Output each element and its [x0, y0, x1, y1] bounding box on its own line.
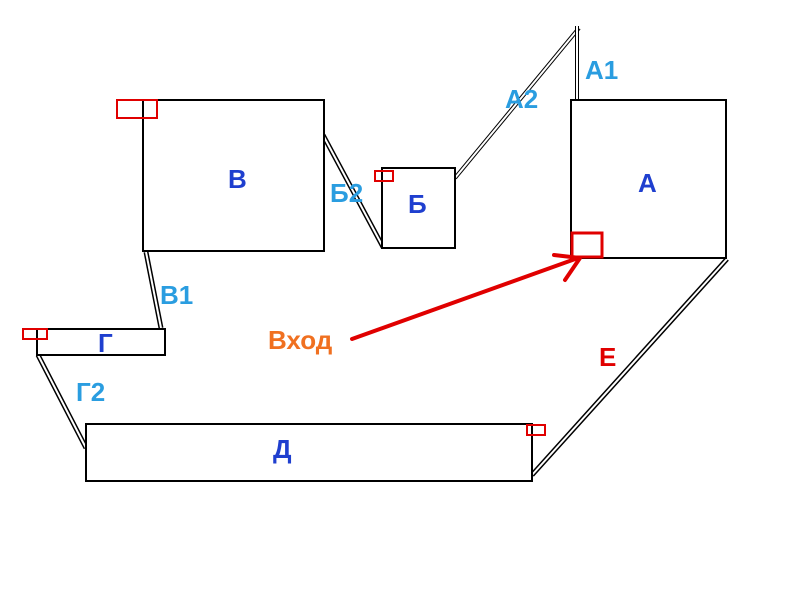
- room-label-v: В: [228, 164, 247, 194]
- corridor-b2: [320, 133, 386, 249]
- entrance-marker: [570, 231, 604, 259]
- door-marker-d: [526, 424, 546, 436]
- connector-label-a2: А2: [505, 84, 538, 114]
- room-d: [85, 423, 533, 482]
- entrance-arrow: [350, 253, 582, 341]
- connector-label-e: Е: [599, 342, 616, 372]
- room-g: [36, 328, 166, 356]
- corridor-a2: [453, 26, 581, 180]
- entrance-label: Вход: [268, 325, 333, 355]
- door-marker-g: [22, 328, 48, 340]
- connector-label-b2: Б2: [330, 178, 363, 208]
- door-marker-b: [374, 170, 394, 182]
- connector-label-g2: Г2: [76, 377, 105, 407]
- corridor-e: [530, 257, 729, 477]
- room-v: [142, 99, 325, 252]
- room-label-b: Б: [408, 189, 427, 219]
- connector-label-v1: В1: [160, 280, 193, 310]
- corridor-v1: [143, 251, 164, 329]
- room-label-a: А: [638, 168, 657, 198]
- room-b: [381, 167, 456, 249]
- door-marker-v: [116, 99, 158, 119]
- corridor-g2: [35, 353, 89, 450]
- connector-label-a1: А1: [585, 55, 618, 85]
- room-label-d: Д: [273, 434, 292, 464]
- room-label-g: Г: [98, 328, 113, 358]
